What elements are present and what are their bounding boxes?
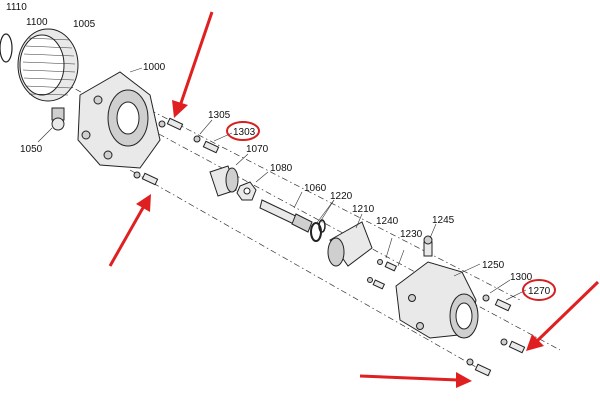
leader-1303 xyxy=(213,132,233,142)
label-1303: 1303 xyxy=(233,127,256,138)
part-1250-outlet-housing xyxy=(395,261,479,339)
red-arrow-left xyxy=(108,194,151,267)
bolt-lower-housing xyxy=(133,171,159,186)
label-1245: 1245 xyxy=(432,215,455,226)
part-1070-bearing xyxy=(209,165,239,197)
leader-1050 xyxy=(37,127,53,143)
leader-1210 xyxy=(355,213,363,229)
label-1060: 1060 xyxy=(304,183,327,194)
label-1240: 1240 xyxy=(376,216,399,227)
leader-1220-b xyxy=(315,199,335,225)
bolt-lower-right-b xyxy=(466,358,492,377)
part-1005-threaded-ring xyxy=(17,28,79,102)
part-1100-ring xyxy=(0,33,13,63)
leader-1000 xyxy=(129,67,143,73)
part-1080-nut xyxy=(236,181,257,201)
part-1050-plug xyxy=(51,107,65,131)
part-1240-screw xyxy=(377,259,398,272)
label-1110: 1110 xyxy=(6,2,27,13)
label-1220: 1220 xyxy=(330,191,353,202)
leader-1220-a xyxy=(319,199,335,223)
red-arrow-right xyxy=(526,280,600,351)
bolt-upper-housing xyxy=(158,117,184,131)
part-1303-bolt xyxy=(202,140,220,154)
part-1210-cone xyxy=(327,221,373,267)
axis-line-lower xyxy=(129,169,491,376)
label-1080: 1080 xyxy=(270,163,293,174)
leader-1300 xyxy=(489,279,511,294)
part-1220-o-rings xyxy=(310,219,326,242)
label-1305: 1305 xyxy=(208,110,231,121)
part-1270-bolt xyxy=(494,298,512,312)
bolt-lower-right-a xyxy=(500,338,526,354)
leader-1080 xyxy=(255,171,269,183)
part-1300-washer xyxy=(482,294,490,302)
axis-line-upper xyxy=(149,109,521,301)
part-1060-shaft xyxy=(259,199,313,233)
red-arrow-bottom xyxy=(359,372,472,388)
red-arrow-top xyxy=(172,11,214,118)
leader-1240 xyxy=(385,237,393,259)
part-1000-housing xyxy=(77,71,161,169)
leader-1070 xyxy=(235,153,249,166)
leader-1245 xyxy=(429,223,437,239)
label-1070: 1070 xyxy=(246,144,269,155)
label-1300: 1300 xyxy=(510,272,533,283)
label-1000: 1000 xyxy=(143,62,166,73)
label-1005: 1005 xyxy=(73,19,96,30)
leader-1230 xyxy=(397,249,405,267)
leader-1305 xyxy=(199,119,213,135)
label-1250: 1250 xyxy=(482,260,505,271)
highlight-circle-1270 xyxy=(522,279,556,301)
label-1100: 1100 xyxy=(26,17,48,28)
label-1050: 1050 xyxy=(20,144,43,155)
part-1230-screw xyxy=(367,277,386,290)
label-1270: 1270 xyxy=(528,286,551,297)
part-1305-washer xyxy=(193,135,201,143)
label-1230: 1230 xyxy=(400,229,423,240)
label-1210: 1210 xyxy=(352,204,375,215)
leader-1060 xyxy=(293,191,303,209)
highlight-circle-1303 xyxy=(226,121,260,141)
part-1245-fitting xyxy=(423,235,433,257)
leader-1250 xyxy=(453,263,481,277)
